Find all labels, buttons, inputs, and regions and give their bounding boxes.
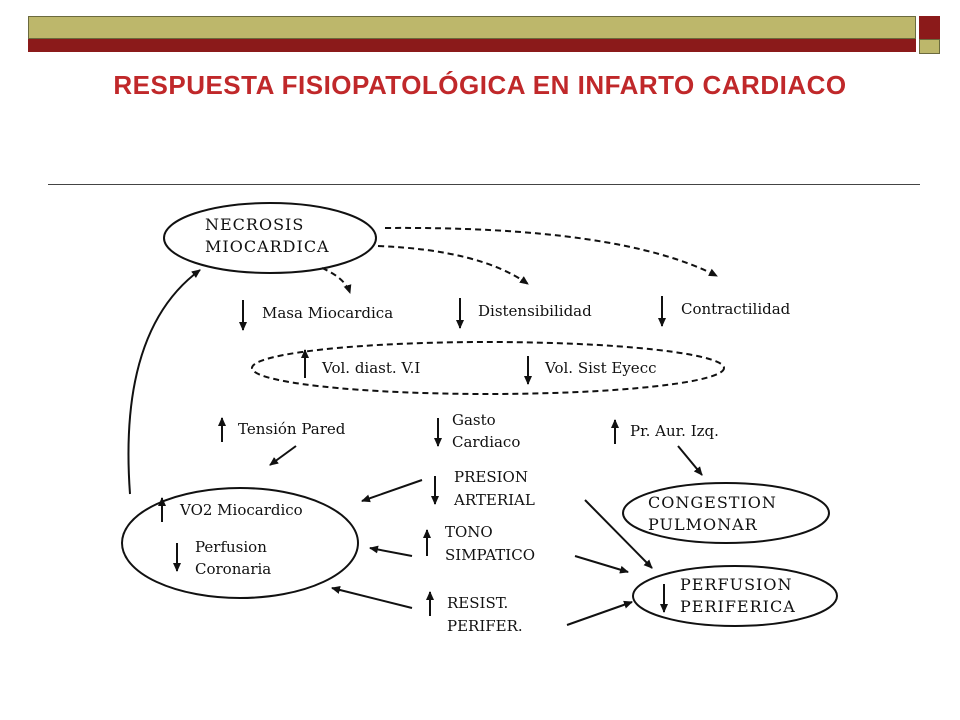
vo2-perfusion-ellipse <box>121 487 359 599</box>
tono-label-1: TONO <box>445 523 493 541</box>
perfusion-coronaria-label-1: Perfusion <box>195 538 267 556</box>
resist-to-vo2-arrow <box>331 586 413 609</box>
presion-label-1: PRESION <box>454 468 528 486</box>
tono-to-vo2-arrow <box>369 545 413 557</box>
header-olive-bar <box>28 16 916 39</box>
header-red-square <box>919 16 940 39</box>
slide-title: RESPUESTA FISIOPATOLÓGICA EN INFARTO CAR… <box>113 70 847 100</box>
title-divider <box>48 184 920 185</box>
volume-ellipse <box>251 341 725 395</box>
perfusion-coronaria-label-2: Coronaria <box>195 560 271 578</box>
tono-label-2: SIMPATICO <box>445 546 535 564</box>
resist-label-1: RESIST. <box>447 594 508 612</box>
presion-label-2: ARTERIAL <box>453 491 535 509</box>
necrosis-to-distensibilidad-dashed <box>377 245 529 285</box>
gasto-label-1: Gasto <box>452 411 496 429</box>
perfusion-periferica-ellipse <box>632 565 838 627</box>
masa-label: Masa Miocardica <box>262 304 393 322</box>
necrosis-label-2: MIOCARDICA <box>205 237 330 256</box>
necrosis-to-contractilidad-dashed <box>384 226 718 277</box>
distensibilidad-label: Distensibilidad <box>478 302 592 320</box>
tension-label: Tensión Pared <box>238 420 346 438</box>
vol-sist-label: Vol. Sist Eyecc <box>544 359 657 377</box>
praur-to-congestion-arrow <box>677 445 703 476</box>
pr-aur-label: Pr. Aur. Izq. <box>630 422 719 440</box>
presion-to-perfusion-arrow <box>584 499 653 569</box>
resist-label-2: PERIFER. <box>447 617 523 635</box>
necrosis-to-masa-dashed <box>321 267 352 294</box>
resist-to-perfusion-arrow <box>566 600 633 626</box>
contractilidad-label: Contractilidad <box>681 300 791 318</box>
vo2-to-necrosis-curve <box>127 269 201 495</box>
congestion-ellipse <box>622 482 830 544</box>
perfusion-periferica-label-1: PERFUSION <box>680 575 792 594</box>
necrosis-label-1: NECROSIS <box>205 215 304 234</box>
perfusion-periferica-label-2: PERIFERICA <box>680 597 796 616</box>
header-red-bar <box>28 39 916 52</box>
necrosis-ellipse <box>163 202 377 274</box>
vol-diast-label: Vol. diast. V.I <box>321 359 420 377</box>
gasto-label-2: Cardiaco <box>452 433 520 451</box>
header-olive-square <box>919 39 940 54</box>
congestion-label-2: PULMONAR <box>648 515 758 534</box>
tono-to-perfusion-arrow <box>574 555 629 574</box>
tension-to-vo2-arrow <box>269 445 297 466</box>
congestion-label-1: CONGESTION <box>648 493 777 512</box>
vo2-label: VO2 Miocardico <box>179 501 303 519</box>
presion-to-vo2-arrow <box>361 479 423 503</box>
